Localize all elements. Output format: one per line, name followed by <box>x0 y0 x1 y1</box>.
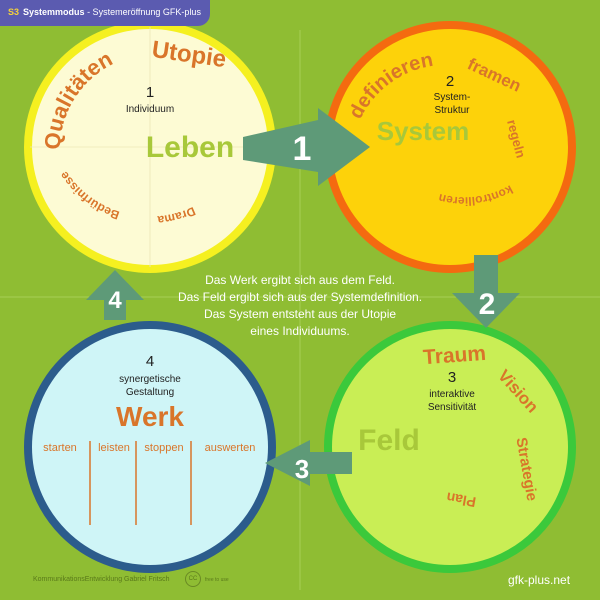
arrow-3-label: 3 <box>295 454 309 484</box>
arrow-4-icon <box>86 270 144 320</box>
feld-arc-traum: Traum <box>422 342 486 369</box>
license-label: free to use <box>205 577 229 583</box>
werk-column-leisten: leisten <box>98 442 130 454</box>
center-text-line: Das Werk ergibt sich aus dem Feld. <box>205 273 395 287</box>
system-main-label: System <box>377 116 470 146</box>
werk-main-label: Werk <box>116 401 184 432</box>
center-text: Das Werk ergibt sich aus dem Feld. Das F… <box>150 272 450 340</box>
center-text-line: Das System entsteht aus der Utopie <box>203 307 397 321</box>
werk-column-stoppen: stoppen <box>144 442 183 454</box>
werk-subtitle-2: Gestaltung <box>126 387 174 398</box>
system-subtitle-2: Struktur <box>434 105 470 116</box>
werk-column-auswerten: auswerten <box>205 442 256 454</box>
feld-subtitle-1: interaktive <box>429 389 475 400</box>
circle-werk <box>24 321 276 573</box>
individuum-main-label: Leben <box>146 131 234 164</box>
center-text-line: eines Individuums. <box>250 324 350 338</box>
arrow-4-label: 4 <box>108 287 122 314</box>
header-subtitle: - Systemeröffnung GFK-plus <box>87 7 201 17</box>
werk-column-starten: starten <box>43 442 77 454</box>
individuum-subtitle: Individuum <box>126 104 174 115</box>
feld-subtitle-2: Sensitivität <box>428 402 477 413</box>
cc-license-icon: CC <box>185 571 201 587</box>
circle-feld <box>324 321 576 573</box>
center-text-line: Das Feld ergibt sich aus der Systemdefin… <box>177 290 423 304</box>
individuum-number: 1 <box>146 84 154 101</box>
arrow-2-icon <box>452 255 520 328</box>
header-code: S3 <box>8 7 20 17</box>
arrow-1-icon <box>243 108 370 186</box>
werk-number: 4 <box>146 353 154 370</box>
arrow-1-label: 1 <box>293 130 312 168</box>
site-url: gfk-plus.net <box>508 573 571 587</box>
feld-main-label: Feld <box>358 424 420 457</box>
footer-author: KommunikationsEntwicklung Gabriel Fritsc… <box>33 576 170 583</box>
system-subtitle-1: System- <box>434 92 471 103</box>
arrow-2-label: 2 <box>479 288 496 321</box>
werk-subtitle-1: synergetische <box>119 374 181 385</box>
feld-number: 3 <box>448 369 456 386</box>
header-mode: Systemmodus <box>23 7 85 17</box>
feld-arc-plan: Plan <box>445 489 477 510</box>
system-number: 2 <box>446 73 454 90</box>
arrow-3-icon <box>265 440 352 486</box>
